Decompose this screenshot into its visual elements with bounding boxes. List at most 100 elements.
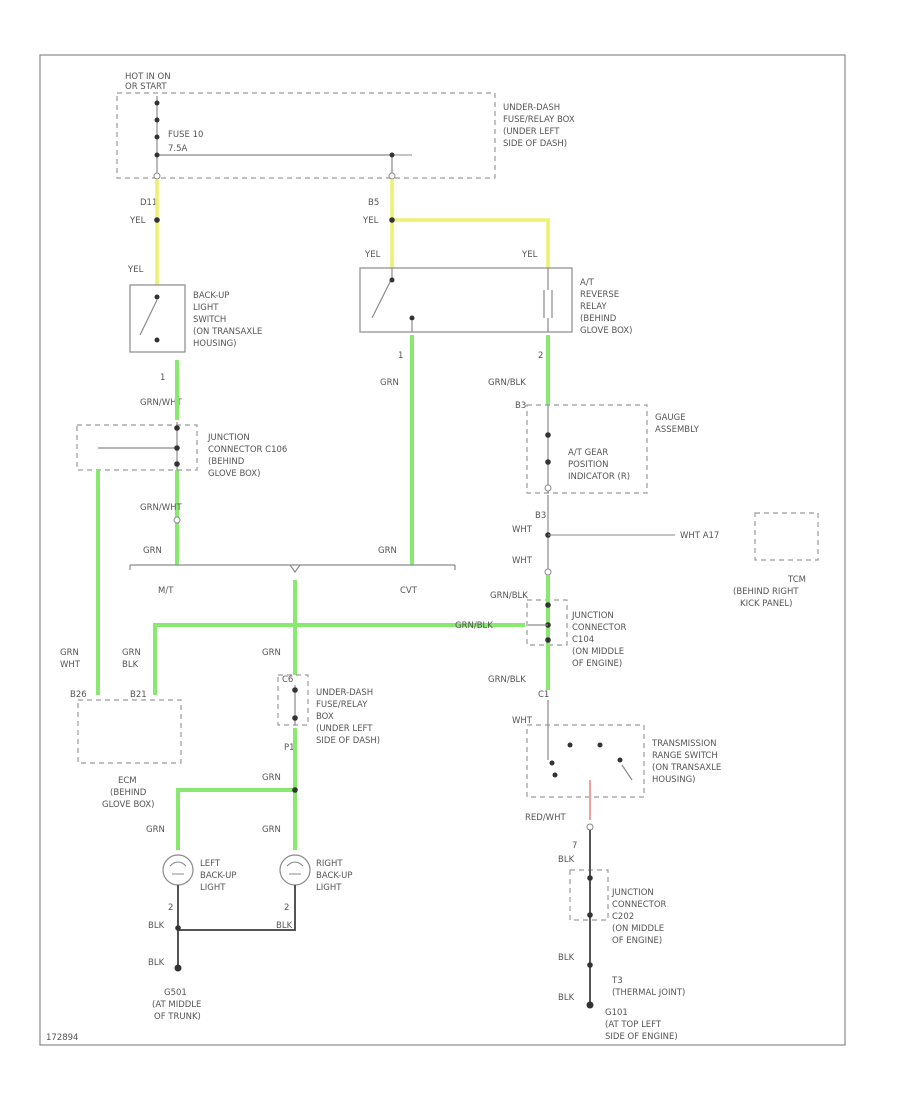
label-pin-2: 2 <box>284 903 289 913</box>
label-gear-ind-3: INDICATOR (R) <box>568 472 630 482</box>
bulb-filament-right <box>286 861 304 875</box>
label-ecm-1: ECM <box>118 776 137 786</box>
fuse-node <box>154 100 160 106</box>
label-gear-ind-1: A/T GEAR <box>568 448 608 458</box>
label-trs-3: (ON TRANSAXLE <box>652 763 721 773</box>
label-ub-box-2: FUSE/RELAY BOX <box>503 115 575 125</box>
ground-g501 <box>174 964 182 972</box>
label-yel: YEL <box>362 216 379 226</box>
trs-contact <box>597 742 603 748</box>
label-backup-switch-1: BACK-UP <box>193 291 230 301</box>
label-c106-1: JUNCTION <box>207 433 250 443</box>
label-g501-1: G501 <box>164 988 187 998</box>
label-grn: GRN <box>60 648 79 658</box>
trs-contact <box>549 760 555 766</box>
at-reverse-relay <box>359 267 573 333</box>
fuse-relay-box-lower <box>277 674 309 726</box>
label-b3: B3 <box>515 401 526 411</box>
label-wht: WHT <box>60 660 81 670</box>
label-ub-box-4: SIDE OF DASH) <box>503 139 567 149</box>
label-relay-4: (BEHIND <box>580 314 617 324</box>
label-ecm-pin-a: B26 <box>70 690 87 700</box>
label-blk: BLK <box>558 855 575 865</box>
label-grn-blk: GRN/BLK <box>488 378 526 388</box>
switch-blade <box>139 299 158 336</box>
label-grn: GRN <box>262 773 281 783</box>
gauge-node <box>545 459 551 465</box>
c104-node <box>545 637 551 643</box>
gauge-node <box>545 432 551 438</box>
label-relay-3: RELAY <box>580 302 607 312</box>
label-t3-2: (THERMAL JOINT) <box>612 988 685 998</box>
thermal-joint-node <box>587 962 593 968</box>
c104-node <box>545 602 551 608</box>
label-c202-5: OF ENGINE) <box>612 936 662 946</box>
connector-pin <box>544 568 552 576</box>
label-grn-blk: GRN/BLK <box>490 591 528 601</box>
label-fuse-amp: 7.5A <box>168 144 188 154</box>
label-ub2-5: SIDE OF DASH) <box>316 736 380 746</box>
lower-box-node <box>292 715 298 721</box>
left-backup-light <box>162 854 194 886</box>
label-left-lamp-1: LEFT <box>200 859 221 869</box>
label-pin-1: 1 <box>398 351 403 361</box>
tcm-box <box>754 512 819 561</box>
label-ecm-2: (BEHIND <box>110 788 147 798</box>
label-blk: BLK <box>276 921 293 931</box>
label-grn: GRN <box>146 825 165 835</box>
label-t3-1: T3 <box>611 976 623 986</box>
label-ub-box-3: (UNDER LEFT <box>503 127 560 137</box>
label-blk: BLK <box>148 921 165 931</box>
label-backup-switch-3: SWITCH <box>193 315 226 325</box>
label-backup-switch-4: (ON TRANSAXLE <box>193 327 262 337</box>
trs-blade <box>621 764 633 781</box>
bulb-filament-left <box>169 861 187 875</box>
label-grn-wht: GRN/WHT <box>140 503 183 513</box>
connector-pin <box>388 172 396 180</box>
ground-g101 <box>586 1001 594 1009</box>
label-trs-1: TRANSMISSION <box>651 739 717 749</box>
label-c106-4: GLOVE BOX) <box>208 469 260 479</box>
c106-node <box>174 425 180 431</box>
label-grn: GRN <box>262 648 281 658</box>
label-c106-2: CONNECTOR C106 <box>208 445 287 455</box>
label-wht: WHT <box>512 716 533 726</box>
fuse-node <box>389 152 395 158</box>
splice-node <box>175 925 181 931</box>
label-grn-blk: GRN/BLK <box>488 675 526 685</box>
label-grn: GRN <box>143 546 162 556</box>
label-grn: GRN <box>378 546 397 556</box>
splice-node <box>389 217 395 223</box>
relay-coil <box>543 268 553 332</box>
connector-pin <box>153 172 161 180</box>
label-trs-4: HOUSING) <box>652 775 695 785</box>
label-yel: YEL <box>127 265 144 275</box>
label-wht: WHT <box>512 556 533 566</box>
bus-tap <box>289 564 301 574</box>
label-relay-1: A/T <box>580 278 595 288</box>
label-ub2-4: (UNDER LEFT <box>316 724 373 734</box>
label-hot-in-on: HOT IN ON <box>125 72 171 82</box>
label-c106-3: (BEHIND <box>208 457 245 467</box>
label-ub2-2: FUSE/RELAY <box>316 700 368 710</box>
label-blk: BLK <box>148 958 165 968</box>
wire-green-black-to-ecm <box>153 623 525 695</box>
c202-node <box>587 875 593 881</box>
label-tcm-3: KICK PANEL) <box>740 599 792 609</box>
label-g101-3: SIDE OF ENGINE) <box>605 1032 678 1042</box>
relay-contact <box>409 315 415 321</box>
label-yel: YEL <box>129 216 146 226</box>
label-trs-2: RANGE SWITCH <box>652 751 718 761</box>
splice-node <box>292 787 298 793</box>
label-c202-2: CONNECTOR <box>612 900 667 910</box>
label-backup-switch-2: LIGHT <box>193 303 219 313</box>
switch-contact <box>154 294 160 300</box>
splice-node <box>154 217 160 223</box>
label-left-lamp-2: BACK-UP <box>200 871 237 881</box>
label-c104-3: C104 <box>572 635 594 645</box>
label-c104-4: (ON MIDDLE <box>572 647 624 657</box>
wire-black-lamp-ground <box>177 885 296 931</box>
label-right-lamp-1: RIGHT <box>316 859 343 869</box>
label-blk: BLK <box>558 953 575 963</box>
label-pin-1: 1 <box>160 373 165 383</box>
